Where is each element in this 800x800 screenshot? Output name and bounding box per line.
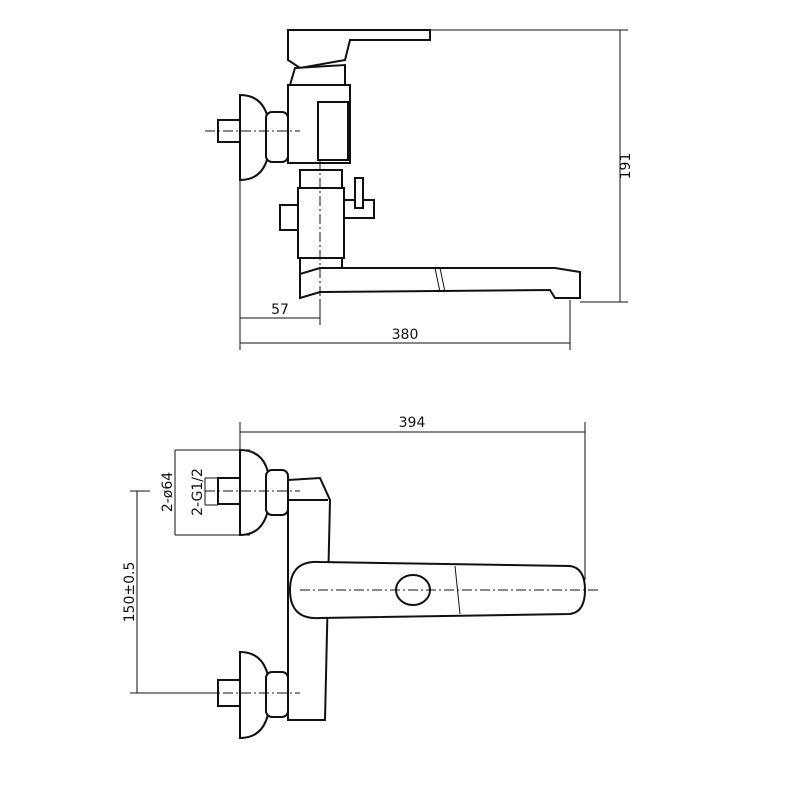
top-nut [265, 469, 289, 516]
dim-57: 57 [271, 302, 289, 318]
break-line [434, 267, 441, 293]
nut [265, 111, 289, 163]
lever-handle [287, 29, 431, 70]
bottom-nut [265, 671, 289, 718]
spout [299, 267, 581, 300]
dim-380: 380 [392, 327, 419, 343]
cartridge-cap [288, 63, 346, 86]
diverter-nut [299, 169, 343, 189]
body-detail [317, 101, 349, 161]
dim-394: 394 [399, 415, 426, 431]
dim-191: 191 [618, 153, 634, 180]
dim-centers: 150±0.5 [122, 562, 138, 623]
side-view: 191 57 380 [205, 29, 634, 350]
break-line [439, 267, 446, 293]
front-view: 394 2-ø64 2-G1/2 150±0.5 [122, 415, 600, 740]
dim-thread: 2-G1/2 [190, 468, 206, 516]
diverter-knob [354, 177, 364, 209]
diverter-body [297, 187, 345, 259]
side-outlet [279, 204, 299, 231]
dim-flange: 2-ø64 [160, 472, 176, 512]
